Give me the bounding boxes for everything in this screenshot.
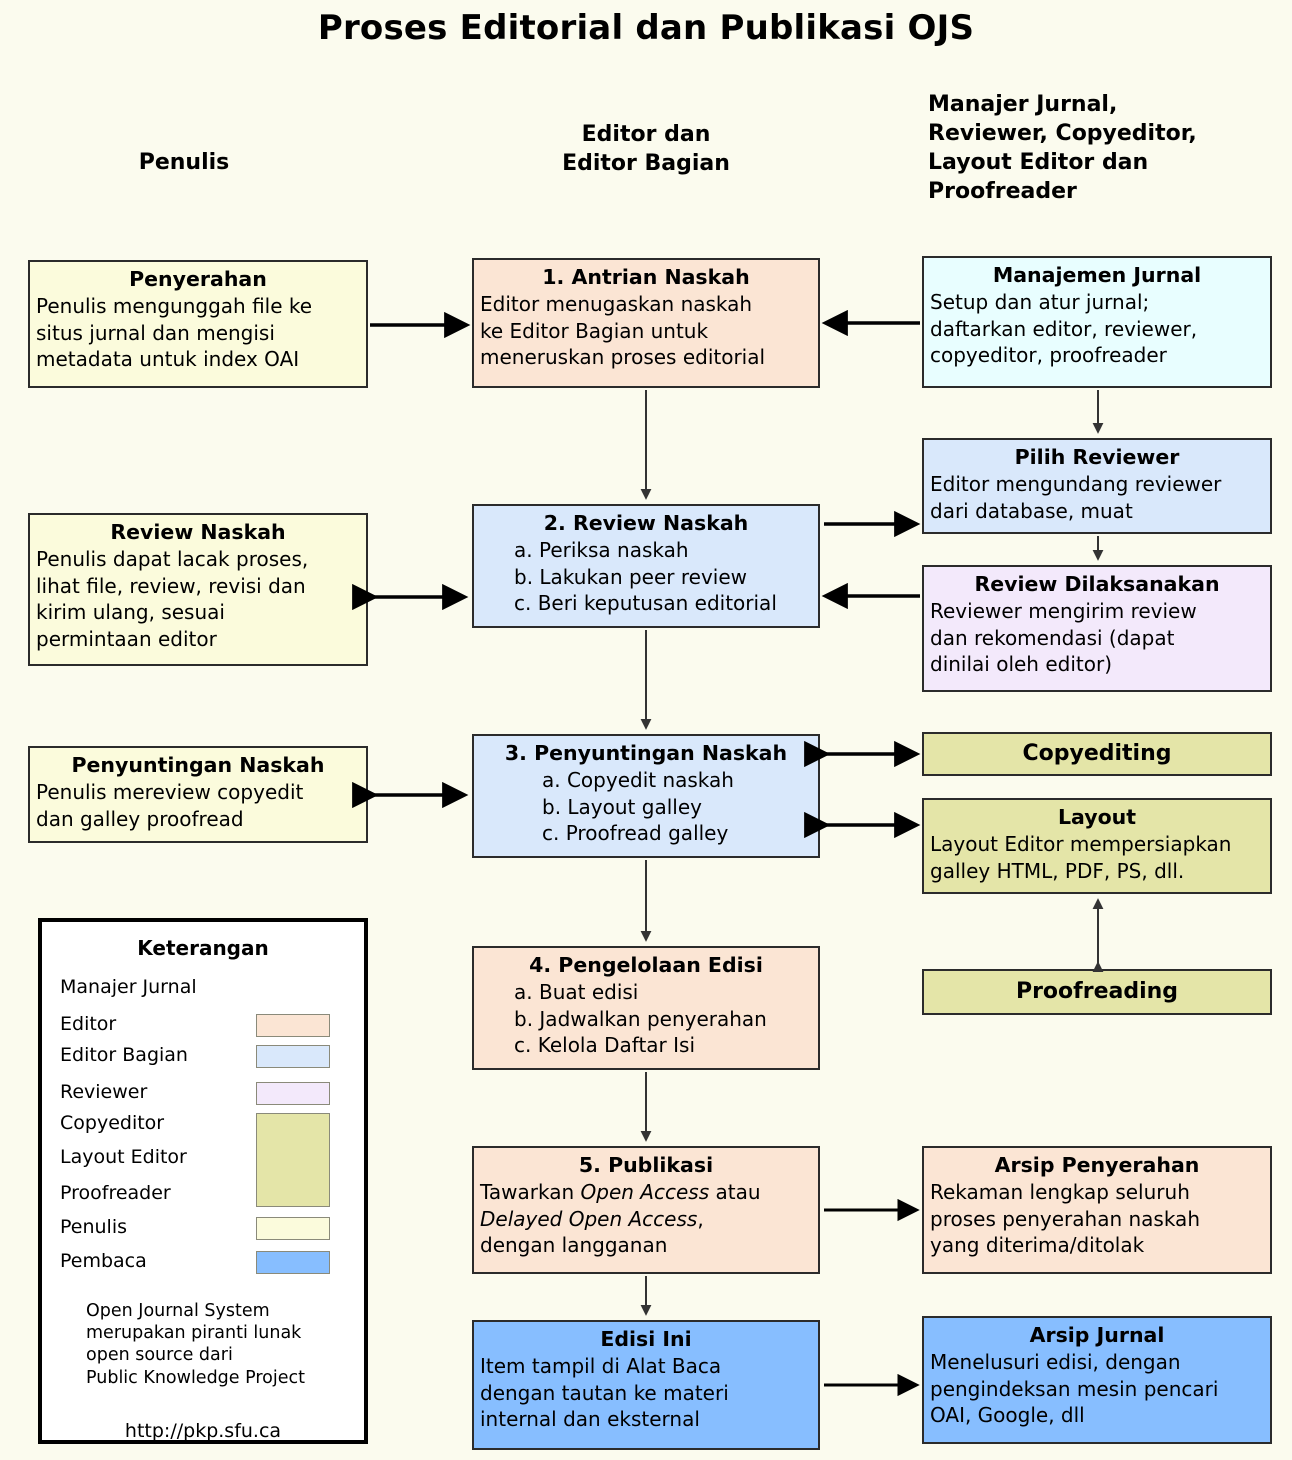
legend-title: Keterangan	[137, 936, 269, 960]
column-header-staff-line2: Reviewer, Copyeditor,	[928, 121, 1197, 147]
node-pilih-reviewer-body: Editor mengundang reviewer dari database…	[930, 472, 1222, 523]
node-review-dilaksanakan-head: Review Dilaksanakan	[974, 572, 1220, 596]
legend-url: http://pkp.sfu.ca	[124, 1420, 282, 1442]
node-penyerahan-head: Penyerahan	[129, 267, 267, 291]
legend-swatch-reviewer	[256, 1082, 330, 1105]
node-publikasi-head: 5. Publikasi	[578, 1153, 714, 1177]
node-layout[interactable]: Layout Layout Editor mempersiapkan galle…	[922, 798, 1272, 894]
legend-swatch-copyeditor-group	[256, 1113, 330, 1207]
node-penyuntingan-naskah[interactable]: 3. Penyuntingan Naskah a. Copyedit naska…	[472, 734, 820, 858]
node-penyuntingan-naskah-head: 3. Penyuntingan Naskah	[504, 741, 788, 765]
legend-row-pembaca: Pembaca	[60, 1250, 147, 1272]
column-header-editor-line1: Editor dan	[581, 122, 711, 147]
node-antrian-naskah-head: 1. Antrian Naskah	[542, 265, 750, 289]
legend-row-copyeditor: Copyeditor	[60, 1112, 165, 1134]
node-pengelolaan-edisi[interactable]: 4. Pengelolaan Edisi a. Buat edisi b. Ja…	[472, 946, 820, 1070]
column-header-editor: Editor dan Editor Bagian	[472, 120, 820, 178]
node-proofreading-head: Proofreading	[1015, 979, 1179, 1005]
node-layout-body: Layout Editor mempersiapkan galley HTML,…	[930, 832, 1232, 883]
column-header-staff-line1: Manajer Jurnal,	[928, 92, 1118, 117]
node-antrian-naskah[interactable]: 1. Antrian Naskah Editor menugaskan nask…	[472, 258, 820, 388]
node-penyuntingan-penulis-head: Penyuntingan Naskah	[71, 753, 325, 777]
column-header-staff: Manajer Jurnal, Reviewer, Copyeditor, La…	[928, 90, 1288, 206]
node-review-dilaksanakan[interactable]: Review Dilaksanakan Reviewer mengirim re…	[922, 565, 1272, 692]
node-arsip-penyerahan[interactable]: Arsip Penyerahan Rekaman lengkap seluruh…	[922, 1146, 1272, 1274]
node-arsip-jurnal-body: Menelusuri edisi, dengan pengindeksan me…	[930, 1350, 1219, 1428]
legend-row-proofreader: Proofreader	[60, 1182, 171, 1204]
node-review-naskah-penulis-head: Review Naskah	[110, 520, 286, 544]
node-manajemen-jurnal-body: Setup dan atur jurnal; daftarkan editor,…	[930, 290, 1198, 368]
node-penyuntingan-penulis-body: Penulis mereview copyedit dan galley pro…	[36, 780, 304, 831]
node-pengelolaan-edisi-body: a. Buat edisi b. Jadwalkan penyerahan c.…	[514, 980, 767, 1058]
legend-row-penulis: Penulis	[60, 1216, 128, 1238]
node-arsip-jurnal[interactable]: Arsip Jurnal Menelusuri edisi, dengan pe…	[922, 1316, 1272, 1444]
node-edisi-ini[interactable]: Edisi Ini Item tampil di Alat Baca denga…	[472, 1320, 820, 1450]
legend-swatch-editor	[256, 1014, 330, 1037]
column-header-staff-line3: Layout Editor dan	[928, 150, 1149, 176]
node-copyediting-head: Copyediting	[1022, 741, 1172, 767]
legend-swatch-penulis	[256, 1217, 330, 1240]
node-review-dilaksanakan-body: Reviewer mengirim review dan rekomendasi…	[930, 599, 1197, 677]
legend-row-editor-bagian: Editor Bagian	[60, 1044, 188, 1066]
node-pengelolaan-edisi-head: 4. Pengelolaan Edisi	[529, 953, 763, 977]
node-publikasi-line3: dengan langganan	[480, 1233, 668, 1258]
column-header-penulis: Penulis	[138, 150, 230, 175]
legend-row-reviewer: Reviewer	[60, 1081, 148, 1103]
legend-swatch-editor-bagian	[256, 1045, 330, 1068]
legend-row-manajer-jurnal: Manajer Jurnal	[60, 976, 197, 998]
node-layout-head: Layout	[1057, 805, 1137, 829]
node-edisi-ini-head: Edisi Ini	[600, 1327, 692, 1351]
legend-row-layout-editor: Layout Editor	[60, 1146, 187, 1168]
node-review-naskah[interactable]: 2. Review Naskah a. Periksa naskah b. La…	[472, 504, 820, 628]
column-header-editor-line2: Editor Bagian	[562, 151, 730, 177]
node-publikasi-line1: Tawarkan Open Access atau	[480, 1180, 761, 1205]
node-penyuntingan-penulis[interactable]: Penyuntingan Naskah Penulis mereview cop…	[28, 746, 368, 843]
legend-swatch-pembaca	[256, 1251, 330, 1274]
node-review-naskah-penulis[interactable]: Review Naskah Penulis dapat lacak proses…	[28, 513, 368, 666]
legend-panel: Keterangan Manajer Jurnal Editor Editor …	[38, 918, 368, 1444]
node-penyerahan[interactable]: Penyerahan Penulis mengunggah file ke si…	[28, 260, 368, 388]
legend-note: Open Journal System merupakan piranti lu…	[86, 1301, 305, 1388]
node-edisi-ini-body: Item tampil di Alat Baca dengan tautan k…	[480, 1354, 729, 1432]
node-penyerahan-body: Penulis mengunggah file ke situs jurnal …	[36, 294, 313, 372]
node-publikasi[interactable]: 5. Publikasi Tawarkan Open Access atau D…	[472, 1146, 820, 1274]
node-review-naskah-penulis-body: Penulis dapat lacak proses, lihat file, …	[36, 547, 309, 652]
column-header-staff-line4: Proofreader	[928, 179, 1077, 205]
node-arsip-jurnal-head: Arsip Jurnal	[1029, 1323, 1165, 1347]
node-publikasi-body: Tawarkan Open Access atau Delayed Open A…	[480, 1179, 812, 1259]
node-arsip-penyerahan-body: Rekaman lengkap seluruh proses penyeraha…	[930, 1180, 1200, 1258]
node-pilih-reviewer-head: Pilih Reviewer	[1014, 445, 1180, 469]
node-proofreading[interactable]: Proofreading	[922, 969, 1272, 1015]
node-publikasi-line2: Delayed Open Access,	[480, 1206, 704, 1231]
node-review-naskah-head: 2. Review Naskah	[543, 511, 749, 535]
node-penyuntingan-naskah-body: a. Copyedit naskah b. Layout galley c. P…	[542, 768, 734, 846]
legend-rows: Manajer Jurnal Editor Editor Bagian Revi…	[42, 966, 364, 1274]
node-manajemen-jurnal-head: Manajemen Jurnal	[992, 263, 1202, 287]
node-pilih-reviewer[interactable]: Pilih Reviewer Editor mengundang reviewe…	[922, 438, 1272, 534]
node-review-naskah-body: a. Periksa naskah b. Lakukan peer review…	[514, 538, 777, 616]
node-antrian-naskah-body: Editor menugaskan naskah ke Editor Bagia…	[480, 292, 766, 370]
legend-row-editor: Editor	[60, 1013, 117, 1035]
node-arsip-penyerahan-head: Arsip Penyerahan	[994, 1153, 1200, 1177]
node-copyediting[interactable]: Copyediting	[922, 732, 1272, 776]
page-title: Proses Editorial dan Publikasi OJS	[317, 8, 975, 48]
node-manajemen-jurnal[interactable]: Manajemen Jurnal Setup dan atur jurnal; …	[922, 256, 1272, 388]
